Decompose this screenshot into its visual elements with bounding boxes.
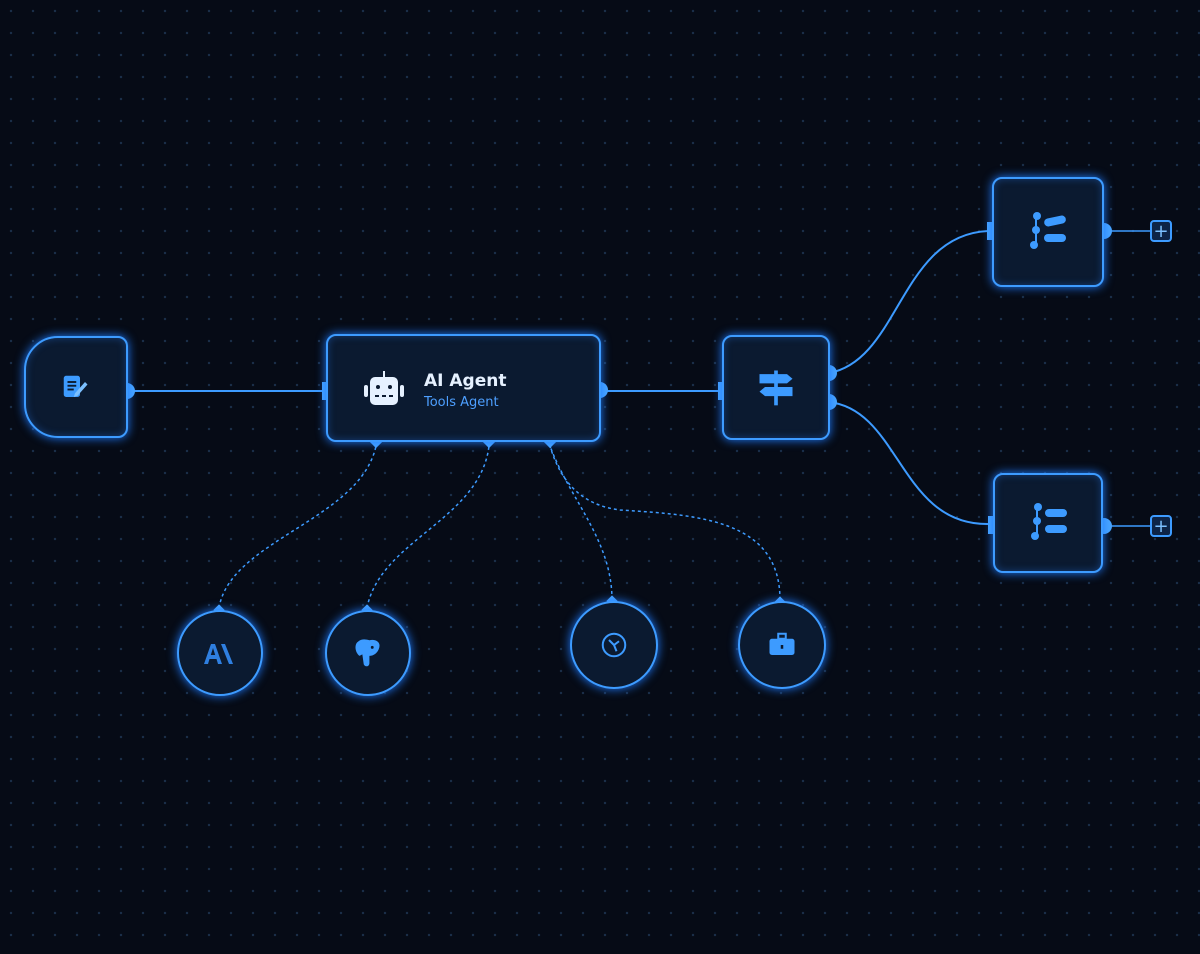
input-handle[interactable]: [322, 382, 328, 400]
edit-fields-node-top[interactable]: [992, 177, 1104, 287]
tool-node[interactable]: [570, 601, 658, 689]
connection-memory: [366, 445, 490, 609]
connection-model: [218, 445, 377, 609]
input-handle[interactable]: [988, 516, 994, 534]
node-title: AI Agent: [424, 371, 507, 391]
connection-tool-2: [549, 445, 781, 601]
signpost-icon: [759, 370, 793, 406]
edit-fields-icon: [1031, 503, 1067, 540]
router-node[interactable]: [722, 335, 830, 440]
edit-fields-node-bottom[interactable]: [993, 473, 1103, 573]
connection-router-top: [828, 230, 989, 374]
input-handle[interactable]: [987, 222, 993, 240]
ai-agent-node[interactable]: AI Agent Tools Agent: [326, 334, 601, 442]
connection-router-bottom: [828, 401, 989, 526]
trigger-node[interactable]: [24, 336, 128, 438]
node-subtitle: Tools Agent: [424, 395, 499, 410]
briefcase-icon: [769, 632, 795, 655]
connection-tool-1: [549, 445, 613, 601]
robot-icon: [364, 371, 404, 405]
tool-icon: [601, 632, 627, 658]
edit-fields-icon: [1030, 212, 1066, 249]
document-edit-icon: [63, 375, 88, 397]
anthropic-icon: [204, 644, 233, 664]
postgres-memory-node[interactable]: [325, 610, 411, 696]
add-node-button[interactable]: +: [1150, 220, 1172, 242]
postgres-icon: [355, 639, 380, 667]
add-node-button[interactable]: +: [1150, 515, 1172, 537]
input-handle[interactable]: [718, 382, 724, 400]
plus-icon: +: [1153, 221, 1169, 242]
chat-model-node[interactable]: [177, 610, 263, 696]
briefcase-tool-node[interactable]: [738, 601, 826, 689]
plus-icon: +: [1153, 516, 1169, 537]
